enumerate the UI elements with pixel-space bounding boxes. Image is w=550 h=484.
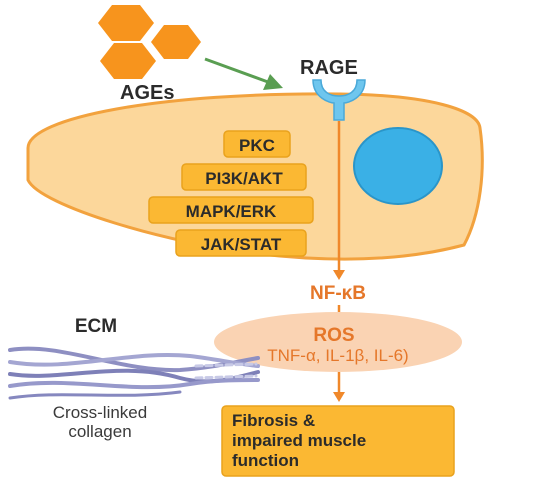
rage-receptor-icon	[312, 79, 366, 121]
outcome-line2: impaired muscle	[232, 431, 366, 450]
pathway-box-pi3k-akt: PI3K/AKT	[181, 163, 307, 191]
outcome-line1: Fibrosis &	[232, 411, 315, 430]
rage-to-nfkb-arrow	[333, 121, 345, 280]
ages-label: AGEs	[120, 82, 174, 104]
pathway-label-jak-stat: JAK/STAT	[201, 235, 282, 254]
outcome-box: Fibrosis & impaired muscle function	[221, 405, 455, 477]
ages-hexagon-top	[98, 5, 154, 41]
ecm-caption-line2: collagen	[68, 422, 131, 441]
ages-to-rage-arrow	[204, 57, 283, 90]
ecm-caption-line1: Cross-linked	[53, 403, 147, 422]
pathway-label-mapk-erk: MAPK/ERK	[186, 202, 277, 221]
collagen-fibres	[8, 346, 260, 400]
outcome-line3: function	[232, 451, 299, 470]
pathway-box-mapk-erk: MAPK/ERK	[148, 196, 314, 224]
rage-label: RAGE	[300, 57, 358, 79]
pathway-box-pkc: PKC	[223, 130, 291, 158]
nfkb-label: NF-κB	[310, 283, 366, 304]
ros-cytokines: TNF-α, IL-1β, IL-6)	[267, 346, 408, 365]
pathway-label-pkc: PKC	[239, 136, 275, 155]
ros-ellipse	[214, 312, 462, 372]
pathway-label-pi3k-akt: PI3K/AKT	[205, 169, 283, 188]
ecm-title: ECM	[75, 316, 117, 337]
ages-hexagon-right	[151, 25, 201, 59]
pathway-box-jak-stat: JAK/STAT	[175, 229, 307, 257]
ages-hexagon-bottom-left	[100, 43, 156, 79]
ros-to-outcome-arrow	[333, 372, 345, 402]
nucleus	[353, 127, 443, 205]
ros-title: ROS	[313, 325, 354, 346]
ages-hexagon-cluster	[98, 5, 201, 79]
